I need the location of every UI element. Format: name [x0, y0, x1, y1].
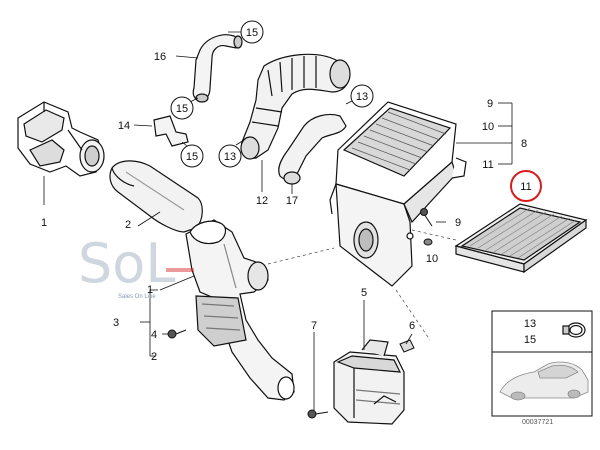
part-1-intake-snorkel — [185, 219, 295, 401]
inset-label-15: 15 — [524, 334, 536, 346]
part-1-intake-housing — [17, 101, 105, 177]
part-12-corrugated-hose — [240, 53, 351, 160]
callout-16: 16 — [154, 51, 166, 63]
callout-11-highlighted: 11 — [520, 181, 531, 193]
callout-5: 5 — [361, 287, 367, 299]
part-5-resonator — [333, 339, 405, 425]
inset-box: 13 15 — [491, 310, 593, 417]
callout-2-top: 2 — [125, 219, 131, 231]
watermark-logo-text: SoL — [78, 232, 175, 295]
part-2-air-duct — [109, 160, 203, 233]
watermark-tagline: Sales On Line — [118, 294, 156, 300]
callout-13-left: 13 — [224, 151, 236, 163]
fitting-6 — [399, 339, 415, 353]
callout-2-bottom: 2 — [151, 351, 157, 363]
screw-7 — [307, 409, 329, 419]
callout-17: 17 — [286, 195, 298, 207]
callout-1-top: 1 — [41, 217, 47, 229]
callout-15-low: 15 — [186, 151, 198, 163]
screw-9 — [420, 208, 433, 227]
callout-12: 12 — [256, 195, 268, 207]
part-8-air-filter-housing — [329, 101, 467, 287]
callout-10-top: 10 — [482, 121, 494, 133]
car-silhouette-icon — [499, 361, 589, 401]
part-14-connector — [153, 115, 189, 147]
leaders-right-bracket — [436, 102, 513, 223]
watermark-logo: SoL Sales On Line — [78, 232, 194, 300]
callout-3: 3 — [113, 317, 119, 329]
callout-9-top: 9 — [487, 98, 493, 110]
leaders-left-group — [137, 211, 195, 357]
hose-clamp-icon — [562, 322, 586, 338]
callout-10-bottom: 10 — [426, 253, 438, 265]
callout-14: 14 — [118, 120, 130, 132]
part-17-bent-hose — [278, 113, 347, 185]
callout-9-bottom: 9 — [455, 217, 461, 229]
inset-label-13: 13 — [524, 318, 536, 330]
callout-11-top: 11 — [482, 159, 493, 171]
diagram-id: 00037721 — [522, 419, 553, 426]
highlight-circle-11 — [510, 170, 542, 202]
assembly-dashed-lines — [267, 229, 457, 341]
grommet-10 — [423, 238, 433, 246]
callout-7: 7 — [311, 320, 317, 332]
callout-13-right: 13 — [356, 91, 368, 103]
callout-1-mid: 1 — [147, 284, 153, 296]
watermark-bar — [166, 268, 194, 272]
callout-6: 6 — [409, 320, 415, 332]
leaders-5-6-7 — [313, 300, 413, 410]
leader-13a — [235, 139, 245, 146]
callout-15-mid: 15 — [176, 103, 188, 115]
part-16-small-hose — [192, 34, 243, 103]
callout-4: 4 — [151, 329, 157, 341]
screw-4 — [167, 329, 187, 339]
callout-8: 8 — [521, 138, 527, 150]
callout-circles — [170, 20, 374, 168]
leaders-16-14-15 — [133, 31, 246, 151]
part-11-filter-element — [454, 203, 588, 274]
callout-15-top: 15 — [246, 27, 258, 39]
